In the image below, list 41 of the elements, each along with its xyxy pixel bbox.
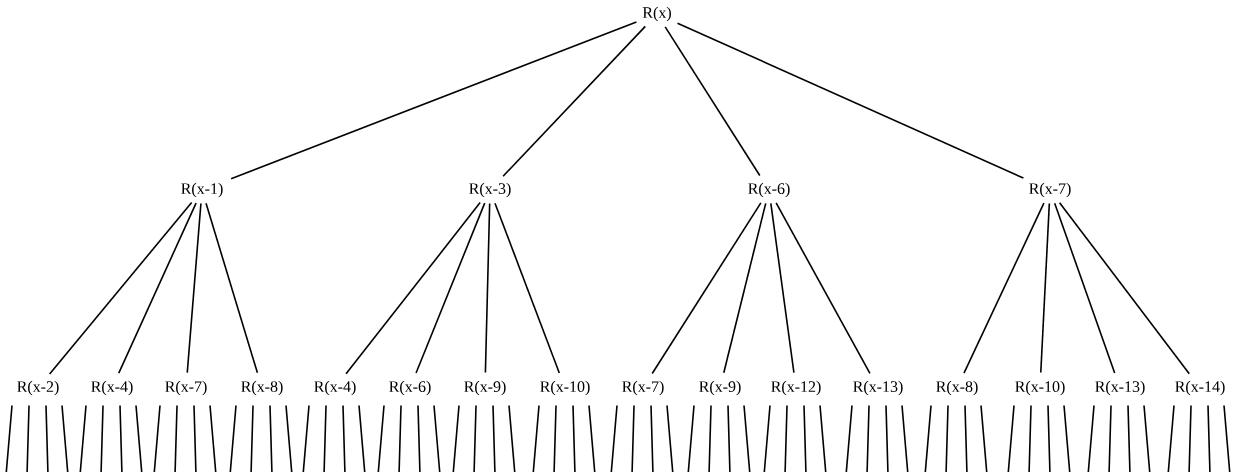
connector-line: [48, 201, 193, 375]
node-label: R(x-2): [17, 380, 59, 396]
connector-line: [484, 202, 491, 374]
connector-line: [1058, 201, 1191, 375]
node-label: R(x-6): [748, 182, 790, 198]
node-label: R(x): [642, 6, 671, 22]
node-label: R(x-9): [699, 380, 741, 396]
connector-line: [494, 202, 561, 374]
connector-line: [230, 21, 638, 180]
node-label: R(x-7): [165, 380, 207, 396]
node-label: R(x-10): [540, 380, 590, 396]
node-label: R(x-13): [853, 380, 903, 396]
node-label: R(x-7): [622, 380, 664, 396]
connector-line: [770, 202, 795, 374]
connector-line: [1040, 202, 1051, 374]
connector-line: [651, 202, 762, 375]
connector-line: [963, 202, 1045, 374]
node-label: R(x-6): [389, 380, 431, 396]
node-label: R(x-9): [464, 380, 506, 396]
connector-line: [723, 202, 767, 374]
node-label: R(x-10): [1015, 380, 1065, 396]
connector-line: [205, 202, 259, 374]
connector-line: [775, 202, 871, 375]
node-label: R(x-7): [1029, 182, 1071, 198]
connector-line: [664, 26, 761, 177]
connector-line: [117, 202, 197, 374]
node-label: R(x-13): [1095, 380, 1145, 396]
connector-line: [345, 201, 481, 375]
connector-line: [1053, 202, 1116, 374]
connector-line: [502, 25, 647, 177]
connector-line: [186, 202, 202, 374]
connector-line: [415, 202, 486, 374]
node-label: R(x-8): [241, 380, 283, 396]
node-label: R(x-8): [936, 380, 978, 396]
node-label: R(x-4): [91, 380, 133, 396]
node-label: R(x-1): [181, 182, 223, 198]
node-label: R(x-12): [771, 380, 821, 396]
connector-line: [676, 22, 1025, 179]
node-label: R(x-3): [469, 182, 511, 198]
node-label: R(x-4): [314, 380, 356, 396]
node-label: R(x-14): [1175, 380, 1225, 396]
